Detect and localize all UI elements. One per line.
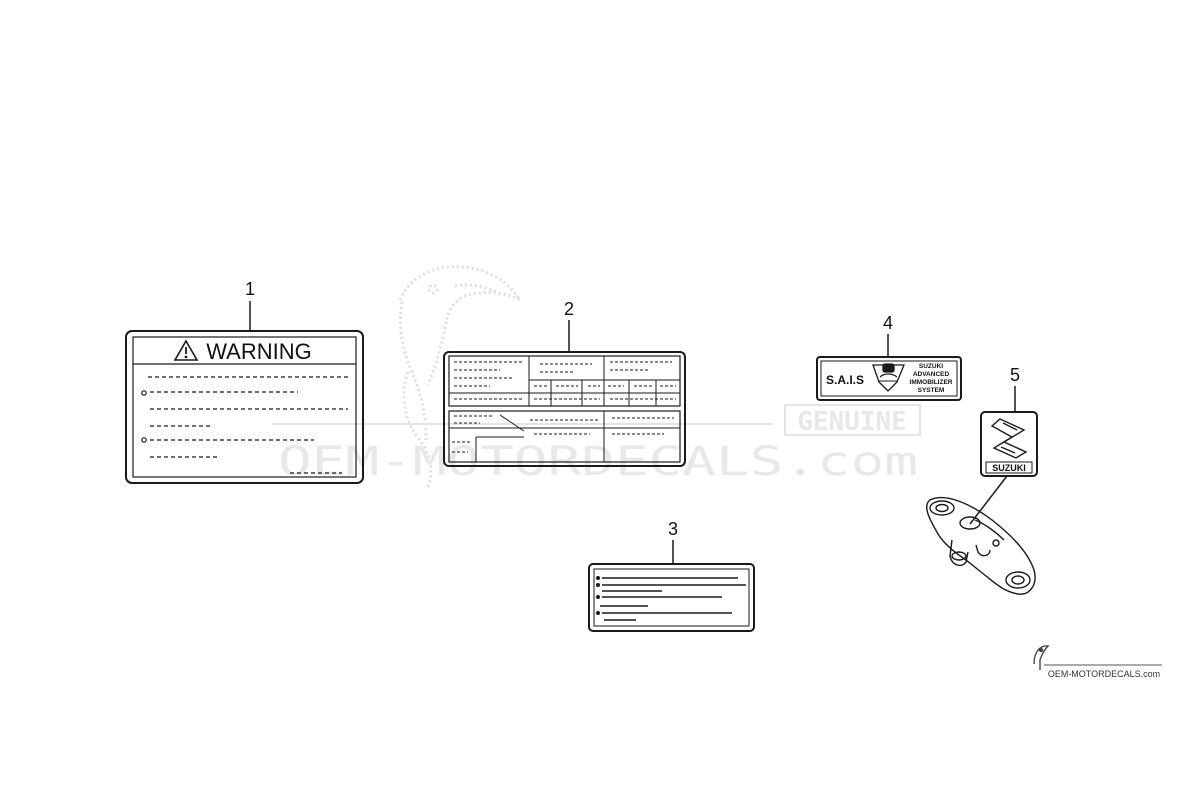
- callout-2: 2: [564, 299, 574, 319]
- watermark: GENUINE OEM-MOTORDECALS.com: [272, 265, 921, 489]
- bullet-icon: [141, 390, 147, 396]
- sais-shield-icon: [872, 363, 905, 392]
- footer-logo: OEM-MOTORDECALS.com: [1033, 645, 1162, 679]
- footer-bird-icon: [1033, 645, 1050, 670]
- footer-site-text: OEM-MOTORDECALS.com: [1048, 669, 1160, 679]
- callout-4: 4: [883, 313, 893, 333]
- watermark-badge: GENUINE: [797, 407, 907, 437]
- part-3-bullet-label[interactable]: [588, 540, 755, 632]
- leader-line-5b: [969, 475, 1008, 525]
- emblem-outline: [980, 411, 1038, 477]
- label-outline: [125, 330, 364, 484]
- part-2-info-label[interactable]: [443, 320, 686, 467]
- steering-stem-bracket: [926, 496, 1036, 595]
- warning-title: WARNING: [206, 339, 312, 364]
- bullet-dots: [596, 576, 600, 615]
- sais-line-4: SYSTEM: [918, 387, 945, 394]
- callout-5: 5: [1010, 365, 1020, 385]
- label-outline: [443, 351, 686, 467]
- label-inner: [132, 336, 357, 478]
- warning-triangle-icon: [173, 339, 199, 361]
- label-outline: [588, 563, 755, 632]
- watermark-badge-box: [784, 404, 921, 436]
- callout-3: 3: [668, 519, 678, 539]
- part-1-warning-label[interactable]: [125, 301, 364, 484]
- sais-line-2: ADVANCED: [913, 371, 950, 378]
- sais-line-3: IMMOBILIZER: [910, 379, 953, 386]
- callout-1: 1: [245, 279, 255, 299]
- bullet-icon: [141, 437, 147, 443]
- part-5-suzuki-emblem[interactable]: [969, 386, 1038, 525]
- sais-logo-text: S.A.I.S: [826, 373, 864, 387]
- suzuki-brand-text: SUZUKI: [992, 463, 1026, 473]
- sais-line-1: SUZUKI: [919, 363, 943, 370]
- suzuki-s-logo-icon: [990, 418, 1028, 459]
- watermark-bird-logo: [398, 265, 522, 489]
- part-4-sais-label[interactable]: [816, 334, 962, 401]
- label-outline: [816, 356, 962, 401]
- watermark-rule: [272, 423, 772, 425]
